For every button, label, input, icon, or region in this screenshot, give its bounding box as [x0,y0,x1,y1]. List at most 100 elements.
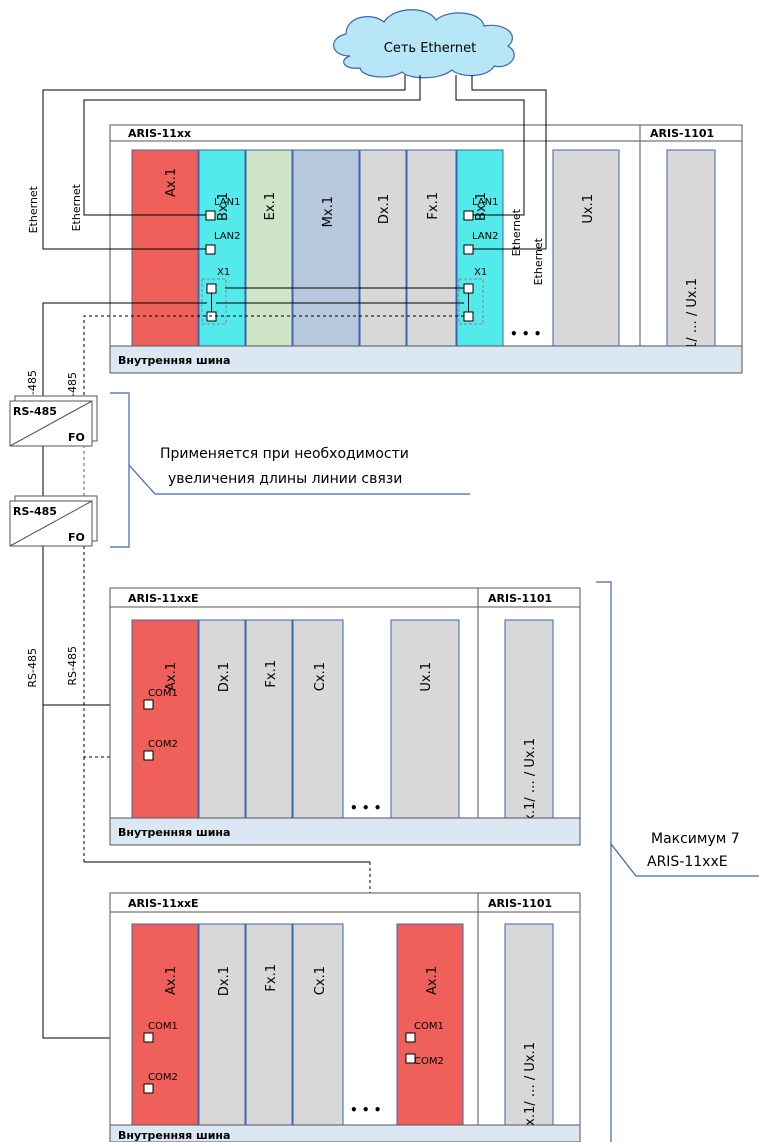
converter-1-bottom: FO [68,431,85,444]
module-fx-label: Fx.1 [264,964,279,992]
port-lan1-label: LAN1 [214,197,240,208]
module-cx-label: Cx.1 [313,966,328,995]
module-ax-label: Ax.1 [164,168,179,197]
module-ax [131,619,199,819]
module-dx-label: Dx.1 [217,966,232,996]
converter-2: RS-485 FO [9,495,98,547]
port-com2 [143,1083,154,1094]
rs485-label-3: RS-485 [26,648,39,688]
module-dx-label: Dx.1 [217,662,232,692]
ethernet-label-2: Ethernet [70,183,83,231]
rack3-ellipsis: • • • [350,1103,381,1117]
rack1-ellipsis: • • • [510,327,541,341]
rack3-side-title: ARIS-1101 [488,897,552,910]
ethernet-label-1: Ethernet [27,185,40,233]
x1-frame [201,278,227,325]
module-ax-2-label: Ax.1 [425,966,440,995]
rs485-label-4: RS-485 [66,646,79,686]
rack-aris-11xx: ARIS-11xx ARIS-1101 Ax.1 Bx.1 Ex.1 Mx.1 … [109,124,743,374]
port-x1-2-a [463,283,474,294]
module-mx-label: Mx.1 [321,196,336,227]
rack1-bus-label: Внутренняя шина [118,354,230,367]
internal-bus [109,1124,581,1142]
rack2-side-title: ARIS-1101 [488,592,552,605]
rack2-title: ARIS-11xxE [128,592,199,605]
port-lan2-2-label: LAN2 [472,231,498,242]
port-com2 [143,750,154,761]
module-ux [390,619,460,819]
module-ax [131,923,199,1126]
rack-aris-11xxe-1: ARIS-11xxE ARIS-1101 Ax.1 Dx.1 Fx.1 Cx.1… [109,587,581,846]
converter-note-line2: увеличения длины линии связи [168,471,402,487]
module-cx-label: Cx.1 [313,662,328,691]
side-module [504,619,554,819]
module-mx [292,149,360,347]
module-dx [359,149,407,347]
port-com2-label: COM2 [148,1072,178,1083]
module-ux-label: Ux.1 [419,662,434,692]
module-ex-label: Ex.1 [263,192,278,220]
port-lan2-label: LAN2 [214,231,240,242]
side-module [666,149,716,347]
module-fx-label: Fx.1 [426,192,441,220]
port-com1-label: COM1 [148,1021,178,1032]
module-dx [198,619,246,819]
converter-2-top: RS-485 [13,505,57,518]
module-bx-label: Bx.1 [216,192,231,221]
module-ux [552,149,620,347]
port-x1-2-b [463,311,474,322]
port-lan2 [205,244,216,255]
converter-note-line1: Применяется при необходимости [160,446,409,462]
module-bx-2-label: Bx.1 [474,192,489,221]
port-com2-2-label: COM2 [414,1056,444,1067]
side-module-label: Dx.1/ … / Ux.1 [523,738,538,832]
rack2-bus-label: Внутренняя шина [118,826,230,839]
port-com1-2 [405,1032,416,1043]
module-ex [245,149,293,347]
port-lan2-2 [463,244,474,255]
port-com2-label: COM2 [148,739,178,750]
rack2-ellipsis: • • • [350,801,381,815]
max-bracket [596,581,759,1142]
rack1-title: ARIS-11xx [128,127,191,140]
cloud-label: Сеть Ethernet [384,41,476,56]
port-lan1 [205,210,216,221]
port-com1-label: COM1 [148,688,178,699]
ethernet-label-3: Ethernet [510,208,523,256]
module-dx [198,923,246,1126]
port-com2-2 [405,1053,416,1064]
port-com1-2-label: COM1 [414,1021,444,1032]
module-cx [292,923,344,1126]
side-module [504,923,554,1126]
port-lan1-2 [463,210,474,221]
port-x1-2-label: X1 [474,267,487,278]
ethernet-cloud: Сеть Ethernet [333,9,515,79]
x1-frame-2 [458,278,484,325]
converter-2-bottom: FO [68,531,85,544]
max-note-line2: ARIS-11xxE [647,854,728,870]
module-ux-label: Ux.1 [581,194,596,224]
converter-bracket [110,392,470,548]
module-ax-label: Ax.1 [164,966,179,995]
module-cx [292,619,344,819]
max-note-line1: Максимум 7 [651,831,740,847]
module-fx [406,149,457,347]
port-lan1-2-label: LAN1 [472,197,498,208]
module-dx-label: Dx.1 [377,194,392,224]
ethernet-label-4: Ethernet [532,237,545,285]
module-fx [245,923,293,1126]
internal-bus [109,345,743,374]
ethernet-lines [42,75,547,250]
converter-1-top: RS-485 [13,405,57,418]
converter-1: RS-485 FO [9,395,98,447]
rack3-title: ARIS-11xxE [128,897,199,910]
rack1-side-title: ARIS-1101 [650,127,714,140]
module-ax-label: Ax.1 [164,662,179,691]
module-fx-label: Fx.1 [264,660,279,688]
side-module-label: Dx.1/ … / Ux.1 [523,1042,538,1136]
internal-bus [109,817,581,846]
rack-aris-11xxe-2: ARIS-11xxE ARIS-1101 Ax.1 Dx.1 Fx.1 Cx.1… [109,892,581,1142]
port-com1 [143,1032,154,1043]
rack3-bus-label: Внутренняя шина [118,1129,230,1142]
